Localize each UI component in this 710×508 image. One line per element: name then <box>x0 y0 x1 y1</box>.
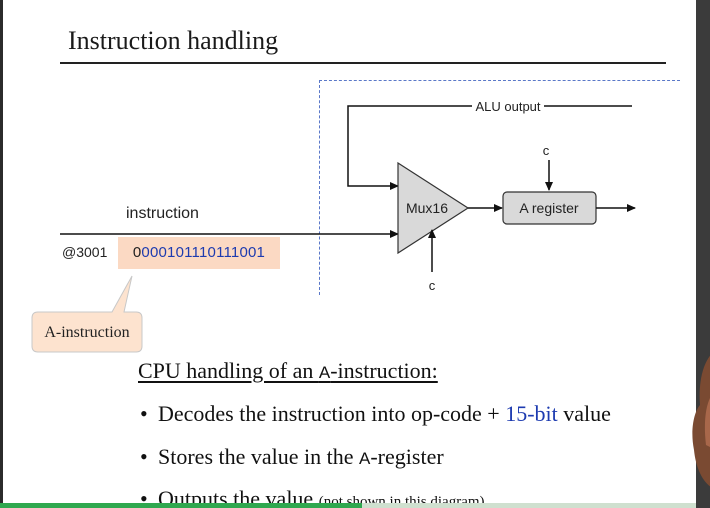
heading-text-2: A <box>318 363 331 382</box>
alu-output-label: ALU output <box>475 99 540 114</box>
alu-output-wire <box>347 105 632 190</box>
cpu-boundary-dashed <box>319 80 680 295</box>
window-edge <box>0 0 3 508</box>
mux16-label: Mux16 <box>406 200 448 216</box>
mux-control-label: c <box>429 278 436 293</box>
binary-instruction: 0000101110111001 <box>118 237 280 269</box>
section-heading: CPU handling of an A-instruction: <box>138 358 438 384</box>
heading-text-3: -instruction: <box>330 358 438 383</box>
instruction-label: instruction <box>126 205 199 222</box>
bullet2-smallcaps: A <box>359 449 371 468</box>
bullet-decodes: •Decodes the instruction into op-code + … <box>140 401 611 426</box>
bullet3-text: Outputs the value <box>158 486 314 508</box>
video-progress-bar[interactable] <box>0 503 696 508</box>
video-progress-fill <box>0 503 362 508</box>
areg-control-label: c <box>543 143 550 158</box>
bullet2-text: Stores the value in the <box>158 444 360 469</box>
binary-value-bits: 000101110111001 <box>141 244 266 261</box>
slide-title: Instruction handling <box>68 26 279 55</box>
address-label: @3001 <box>62 244 108 260</box>
heading-text-1: CPU handling of an <box>138 358 319 383</box>
bullet1-text: Decodes the instruction into op-code + <box>158 401 506 426</box>
bullet-stores: •Stores the value in the A-register <box>140 444 444 469</box>
bullet1-tail: value <box>557 401 611 426</box>
a-register-label: A register <box>519 200 578 216</box>
title-divider <box>60 62 666 64</box>
bullet2-tail: -register <box>370 444 444 469</box>
bullet1-highlight: 15-bit <box>505 401 558 426</box>
presenter-silhouette <box>692 356 710 487</box>
callout-label: A-instruction <box>44 324 130 341</box>
callout-bubble <box>31 275 143 353</box>
binary-leading-bit: 0 <box>132 244 142 261</box>
